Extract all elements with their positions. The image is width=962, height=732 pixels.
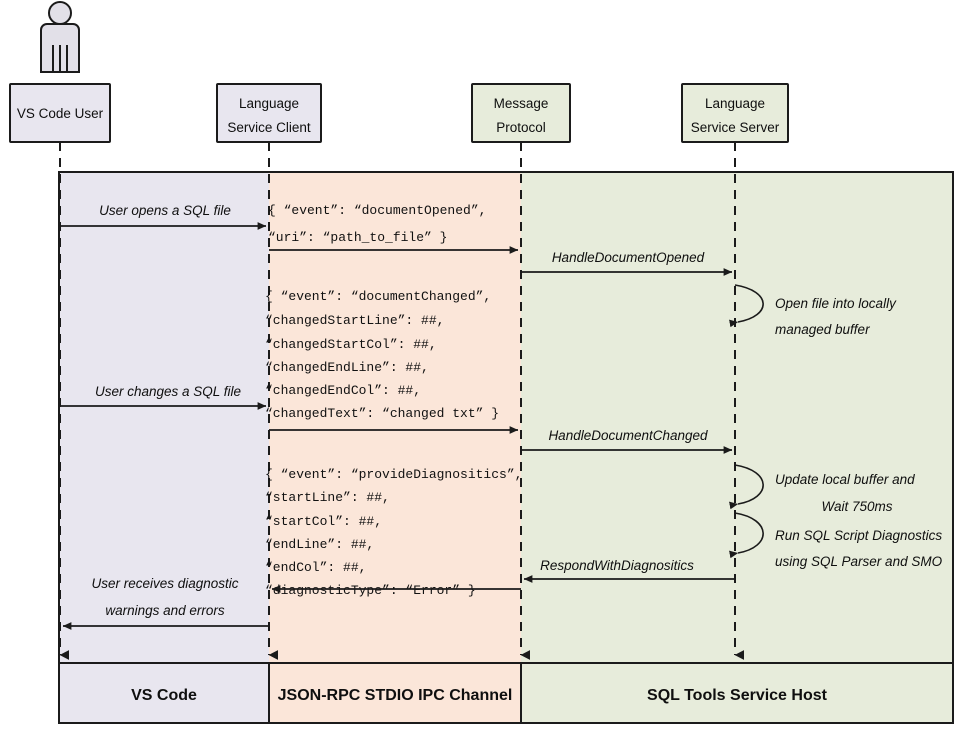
footer-bar: VS Code JSON-RPC STDIO IPC Channel SQL T… [58, 662, 954, 724]
payload-document-opened: { “event”: “documentOpened”, “uri”: “pat… [268, 203, 486, 245]
payload-document-changed-line-3: “changedStartCol”: ##, [265, 337, 437, 352]
message-user-changes-sql-file: User changes a SQL file [60, 384, 267, 410]
lane-band-host [521, 172, 953, 663]
self-message-run-sql-script-diagnostics: Run SQL Script Diagnostics using SQL Par… [729, 512, 943, 569]
message-user-receives-diagnostics: User receives diagnostic warnings and er… [62, 576, 269, 630]
payload-provide-diagnostics-line-2: “startLine”: ##, [265, 490, 390, 505]
message-label-handle-document-changed: HandleDocumentChanged [548, 428, 708, 443]
actor-label-message-protocol-line2: Protocol [496, 120, 546, 135]
payload-document-opened-line-1: { “event”: “documentOpened”, [268, 203, 486, 218]
self-message-label-run-diagnostics-line2: using SQL Parser and SMO [775, 554, 943, 569]
payload-provide-diagnostics-line-6: “diagnosticType”: “Error” } [265, 583, 476, 598]
actor-label-language-service-client-line2: Service Client [227, 120, 311, 135]
lane-band-vscode [59, 172, 269, 663]
self-message-label-update-buffer-line1: Update local buffer and [775, 472, 915, 487]
message-handle-document-opened: HandleDocumentOpened [521, 250, 733, 276]
actor-label-message-protocol-line1: Message [494, 96, 549, 111]
actor-label-language-service-server-line1: Language [705, 96, 765, 111]
payload-document-opened-line-2: “uri”: “path_to_file” } [268, 230, 447, 245]
lifelines [59, 142, 745, 660]
self-message-open-file-into-buffer: Open file into locally managed buffer [729, 284, 897, 337]
self-message-label-run-diagnostics-line1: Run SQL Script Diagnostics [775, 528, 942, 543]
payload-document-changed-line-1: { “event”: “documentChanged”, [265, 289, 491, 304]
self-message-label-open-file-line1: Open file into locally [775, 296, 897, 311]
actor-header-language-service-client[interactable]: Language Service Client [216, 83, 322, 143]
lane-band-ipc [269, 172, 521, 663]
payload-provide-diagnostics-line-1: { “event”: “provideDiagnositics”, [265, 467, 522, 482]
actor-label-language-service-server-line2: Service Server [691, 120, 780, 135]
message-label-user-opens-sql-file: User opens a SQL file [99, 203, 231, 218]
payload-document-changed-line-6: “changedText”: “changed txt” } [265, 406, 499, 421]
actor-header-message-protocol[interactable]: Message Protocol [471, 83, 571, 143]
message-respond-with-diagnostics: RespondWithDiagnositics [523, 558, 735, 583]
person-icon [40, 1, 80, 73]
lane-bands [58, 171, 954, 664]
footer-cell-sql-tools-host[interactable] [520, 662, 954, 724]
message-label-respond-with-diagnostics: RespondWithDiagnositics [540, 558, 694, 573]
message-handle-document-changed: HandleDocumentChanged [521, 428, 733, 454]
message-label-user-changes-sql-file: User changes a SQL file [95, 384, 241, 399]
actor-label-language-service-client-line1: Language [239, 96, 299, 111]
payload-provide-diagnostics-line-5: “endCol”: ##, [265, 560, 366, 575]
footer-label-vs-code: VS Code [131, 687, 197, 704]
footer-label-json-rpc: JSON-RPC STDIO IPC Channel [278, 687, 513, 704]
payload-document-changed-line-2: “changedStartLine”: ##, [265, 313, 444, 328]
payload-document-changed-line-5: “changedEndCol”: ##, [265, 383, 421, 398]
footer-cell-json-rpc[interactable] [268, 662, 522, 724]
payload-document-changed: { “event”: “documentChanged”, “changedSt… [265, 289, 499, 421]
message-label-handle-document-opened: HandleDocumentOpened [552, 250, 705, 265]
payload-provide-diagnostics-line-4: “endLine”: ##, [265, 537, 374, 552]
payload-document-changed-line-4: “changedEndLine”: ##, [265, 360, 429, 375]
payload-provide-diagnostics: { “event”: “provideDiagnositics”, “start… [265, 467, 522, 598]
message-label-user-receives-diagnostics-line1: User receives diagnostic [91, 576, 238, 591]
self-message-update-local-buffer: Update local buffer and Wait 750ms [729, 464, 915, 514]
actor-header-language-service-server[interactable]: Language Service Server [681, 83, 789, 143]
self-message-label-open-file-line2: managed buffer [775, 322, 870, 337]
self-message-label-update-buffer-line2: Wait 750ms [821, 499, 892, 514]
actor-header-vs-code-user[interactable]: VS Code User [9, 83, 111, 143]
payload-provide-diagnostics-line-3: “startCol”: ##, [265, 514, 382, 529]
message-user-opens-sql-file: User opens a SQL file [60, 203, 267, 230]
footer-label-sql-tools-host: SQL Tools Service Host [647, 687, 828, 704]
actor-label-vs-code-user: VS Code User [17, 106, 104, 121]
footer-cell-vs-code[interactable] [58, 662, 270, 724]
message-label-user-receives-diagnostics-line2: warnings and errors [105, 603, 225, 618]
